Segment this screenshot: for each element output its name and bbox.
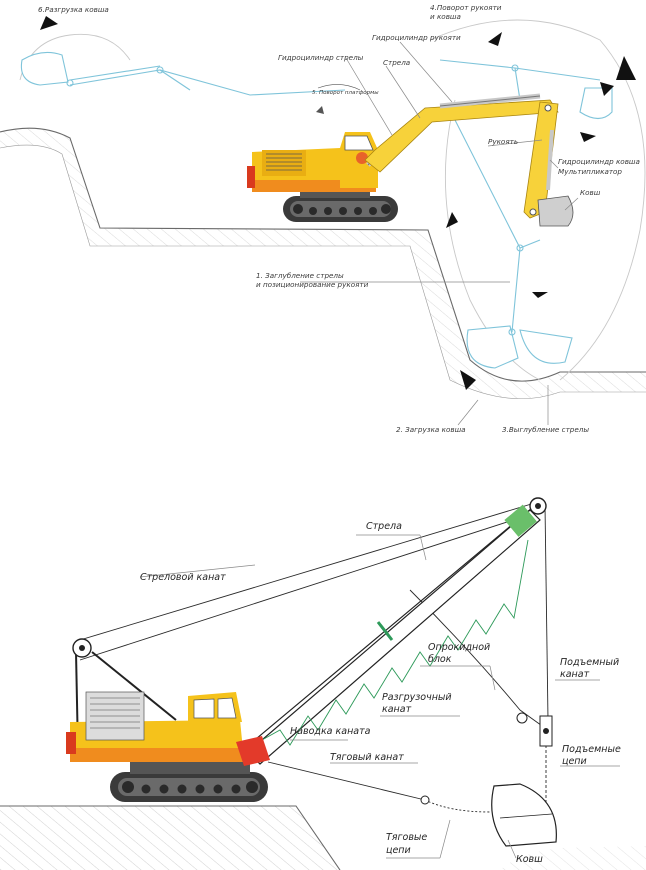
label-dump-block-2: блок xyxy=(428,654,452,665)
label-drag-chains: Тяговые xyxy=(386,832,427,843)
boom-rope-lower xyxy=(79,511,539,661)
dragline-labels: Стрела Стреловой канат Опрокидной блок П… xyxy=(140,521,621,865)
label-deepen-2: и позиционирование рукояти xyxy=(256,280,369,289)
label-hoist-rope-2: канат xyxy=(560,669,590,680)
dragline-boom xyxy=(247,497,547,765)
excavator-ground xyxy=(0,127,646,420)
excavator-diagram: 6.Разгрузка ковша 4.Поворот рукояти и ко… xyxy=(0,3,646,434)
dragline-bucket xyxy=(491,783,557,847)
excavator-machine xyxy=(247,93,574,227)
label-boom-rope: Стреловой канат xyxy=(140,572,226,583)
boom-rope xyxy=(79,501,539,641)
label-deepen: 1. Заглубление стрелы xyxy=(256,271,344,280)
excavator-labels: 6.Разгрузка ковша 4.Поворот рукояти и ко… xyxy=(38,3,640,434)
dragline-machine xyxy=(66,691,270,802)
swing-arc-outer xyxy=(429,19,646,381)
label-dump-rope-2: канат xyxy=(382,704,412,715)
label-drag-chains-2: цепи xyxy=(386,845,411,856)
excavator-motion-arrows xyxy=(40,16,636,390)
label-platform-rotation: 5. Поворот платформы xyxy=(312,90,379,96)
label-fairlead: Наводка каната xyxy=(290,726,371,737)
label-load: 2. Загрузка ковша xyxy=(396,425,466,434)
label-dragline-bucket: Ковш xyxy=(516,854,543,865)
label-dragline-boom: Стрела xyxy=(366,521,402,532)
label-rotate-arm: 4.Поворот рукояти xyxy=(430,3,502,12)
hoist-rope xyxy=(544,504,549,721)
label-lift: 3.Выглубление стрелы xyxy=(502,425,589,434)
drag-rope xyxy=(267,761,426,801)
excavator-leader-lines xyxy=(300,41,579,426)
drag-chain xyxy=(424,799,491,813)
label-boom: Стрела xyxy=(383,58,410,67)
label-dump-rope: Разгрузочный xyxy=(382,692,452,703)
dragline-ground xyxy=(0,805,646,870)
dragline-diagram: Стрела Стреловой канат Опрокидной блок П… xyxy=(0,497,646,870)
label-arm-cylinder: Гидроцилиндр рукояти xyxy=(372,33,461,42)
label-dump-block: Опрокидной xyxy=(428,642,490,653)
label-boom-cylinder: Гидроцилиндр стрелы xyxy=(278,53,364,62)
dragline-leader-lines xyxy=(139,534,620,859)
label-multiplier: Мультипликатор xyxy=(558,167,622,176)
dragline-bucket-assembly xyxy=(420,712,557,847)
label-hoist-rope: Подъемный xyxy=(560,657,619,668)
label-hoist-chains-2: цепи xyxy=(562,756,587,767)
label-hoist-chains: Подъемные xyxy=(562,744,621,755)
label-drag-rope: Тяговый канат xyxy=(330,752,404,763)
label-arm: Рукоять xyxy=(488,137,518,146)
label-rotate-arm-2: и ковша xyxy=(430,12,461,21)
label-bucket-cylinder: Гидроцилиндр ковша xyxy=(558,157,640,166)
label-unload: 6.Разгрузка ковша xyxy=(38,5,109,14)
fairlead xyxy=(236,736,270,766)
dragline-mast xyxy=(72,638,177,753)
label-bucket: Ковш xyxy=(580,188,601,197)
